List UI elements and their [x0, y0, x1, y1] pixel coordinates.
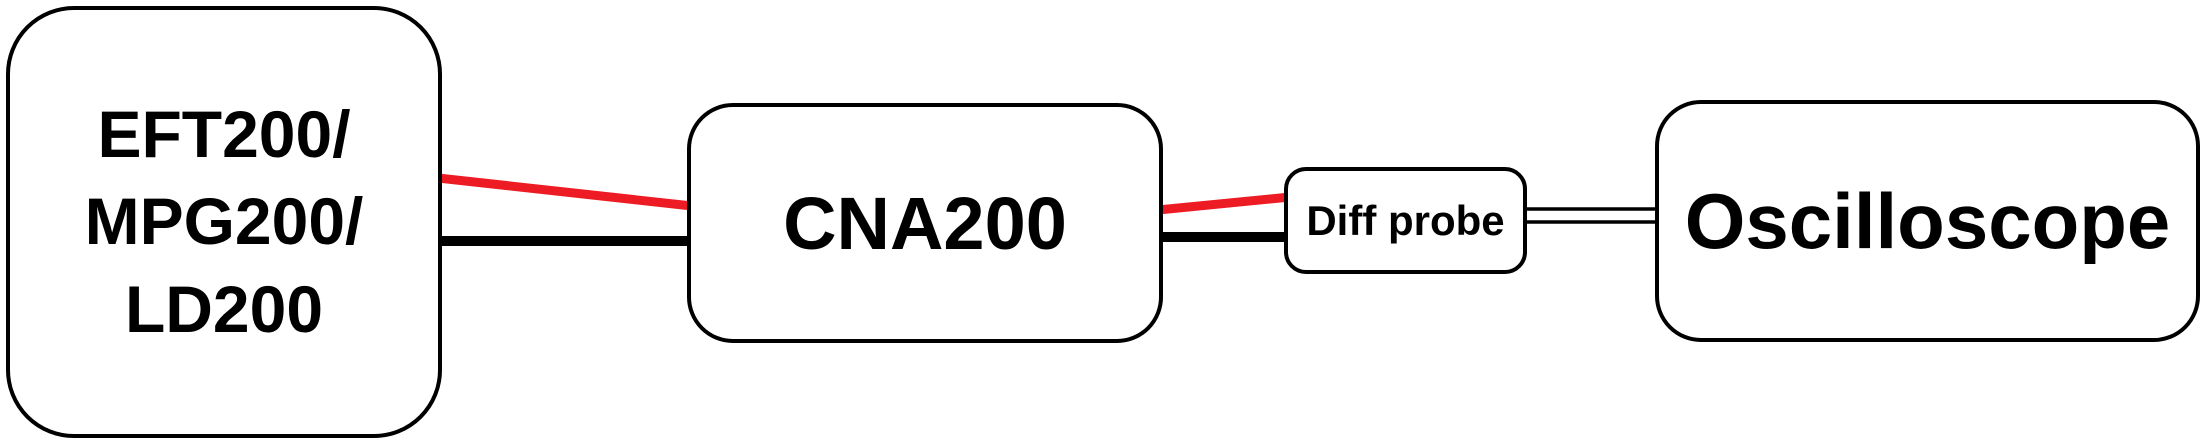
node-source-label: EFT200/ MPG200/ LD200 [85, 91, 364, 352]
node-cna200: CNA200 [687, 103, 1163, 343]
node-source-generators: EFT200/ MPG200/ LD200 [6, 6, 442, 438]
wire-cna-probe-red [1157, 192, 1291, 215]
node-oscilloscope-label: Oscilloscope [1684, 176, 2171, 265]
node-diff-probe: Diff probe [1284, 167, 1527, 274]
node-cna200-label: CNA200 [783, 181, 1067, 265]
wire-source-cna-red [437, 173, 693, 211]
node-oscilloscope: Oscilloscope [1655, 100, 2200, 342]
node-source-label-line-3: LD200 [124, 271, 324, 346]
node-source-label-line-1: EFT200/ [97, 97, 351, 172]
node-diff-probe-label: Diff probe [1306, 196, 1505, 244]
node-source-label-line-2: MPG200/ [84, 184, 364, 259]
